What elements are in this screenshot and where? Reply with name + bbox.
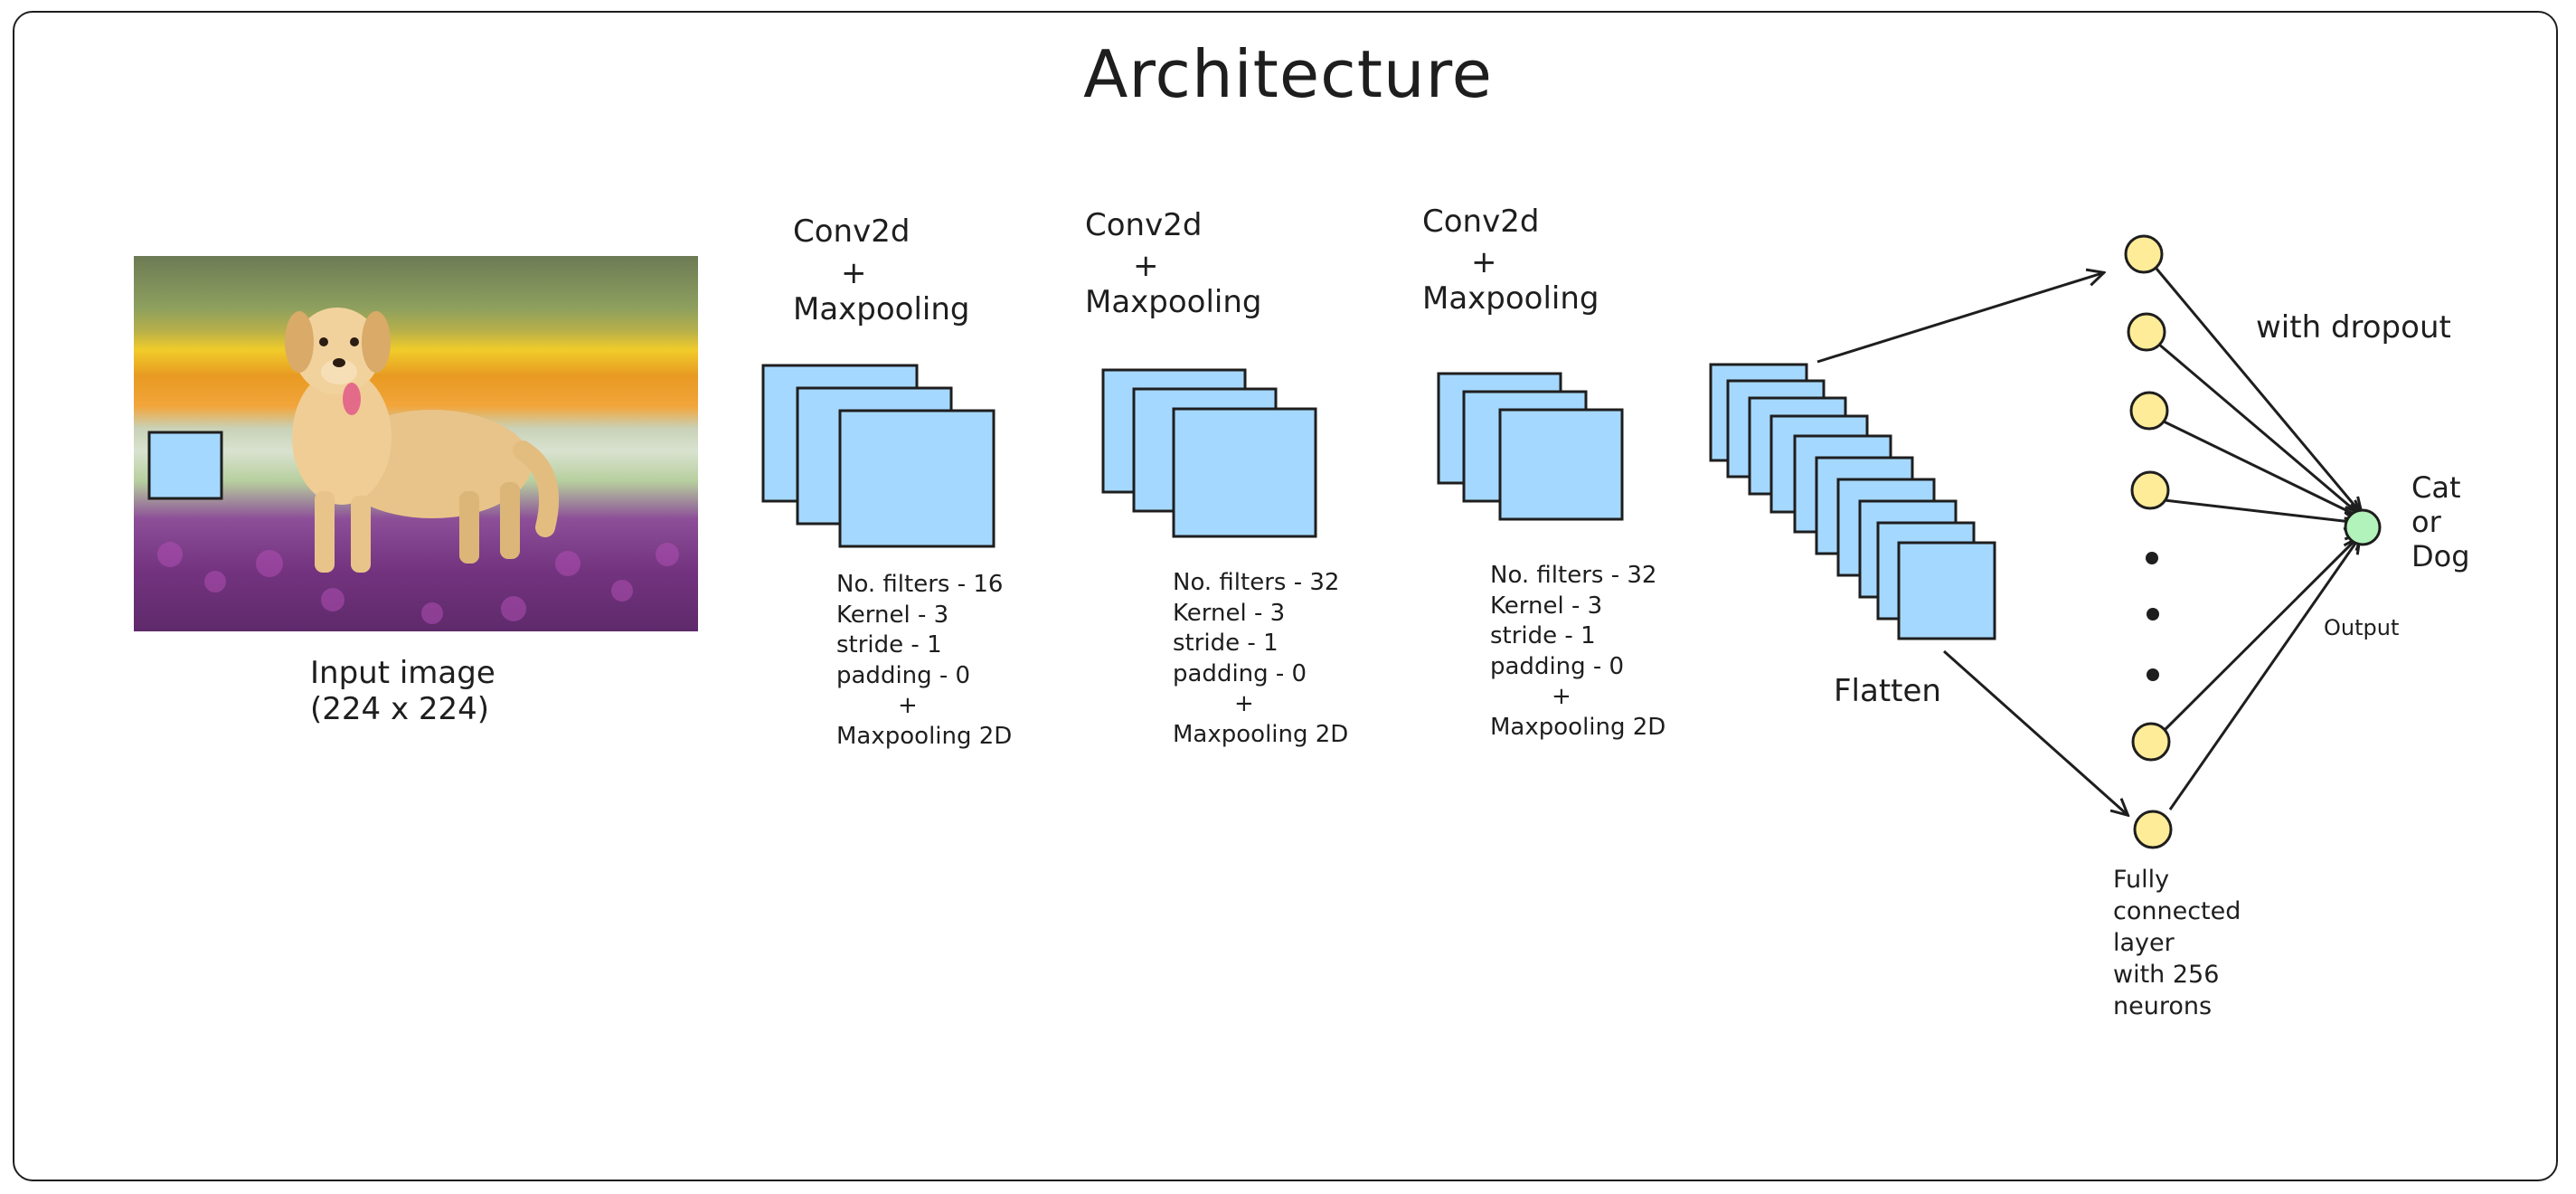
conv2-spec-filters: No. filters - 32 <box>1173 569 1340 596</box>
dog-figure <box>285 308 560 573</box>
conv2-spec-maxpool: Maxpooling 2D <box>1173 720 1349 748</box>
conv2-header-plus: + <box>1133 248 1159 284</box>
dog-photo <box>147 308 679 624</box>
conv1-header-plus: + <box>841 255 867 291</box>
conv1-map-3 <box>838 409 995 548</box>
flatten-map-10 <box>1897 541 1996 640</box>
flatten-arrow-top <box>1816 273 2102 364</box>
conv3-spec-filters: No. filters - 32 <box>1490 562 1657 589</box>
conv3-spec-padding: padding - 0 <box>1490 652 1625 680</box>
flatten-label: Flatten <box>1834 673 1941 709</box>
fc-neuron-1 <box>2124 234 2164 274</box>
input-label-line2: (224 x 224) <box>310 691 490 727</box>
conv2-header-maxpooling: Maxpooling <box>1085 284 1262 320</box>
conv3-header-conv2d: Conv2d <box>1422 204 1540 240</box>
input-image <box>134 256 698 631</box>
output-label: Output <box>2324 615 2400 640</box>
conv2-spec-plus: + <box>1234 690 1254 717</box>
canvas-frame <box>13 11 2558 1181</box>
conv3-map-3 <box>1498 408 1624 521</box>
dropout-label: with dropout <box>2256 309 2451 346</box>
fc-neuron-5 <box>2131 722 2171 762</box>
output-class-cat: Cat <box>2411 470 2461 505</box>
fc-label-line4: with 256 <box>2113 961 2220 989</box>
conv3-header-maxpooling: Maxpooling <box>1422 280 1599 317</box>
fc-neuron-4 <box>2130 470 2170 510</box>
conv1-spec-kernel: Kernel - 3 <box>836 601 949 629</box>
conv2-spec-stride: stride - 1 <box>1173 630 1279 657</box>
conv1-header-conv2d: Conv2d <box>793 213 911 250</box>
conv1-spec-maxpool: Maxpooling 2D <box>836 722 1013 750</box>
kernel-window <box>147 431 223 500</box>
output-class-or: or <box>2411 505 2441 539</box>
input-label-line1: Input image <box>310 655 495 691</box>
conv3-spec-maxpool: Maxpooling 2D <box>1490 713 1666 741</box>
conv1-header-maxpooling: Maxpooling <box>793 291 970 327</box>
fc-neuron-3 <box>2129 391 2169 431</box>
fc-label-line3: layer <box>2113 929 2175 957</box>
ellipsis-dot-2 <box>2147 608 2159 621</box>
fc-label: Fully connected layer with 256 neurons <box>2113 864 2241 1022</box>
conv1-spec-plus: + <box>898 692 918 719</box>
conv2-header-conv2d: Conv2d <box>1085 207 1203 243</box>
conv3-spec-plus: + <box>1552 683 1571 710</box>
conv1-spec-stride: stride - 1 <box>836 631 942 659</box>
fc-to-output-arrows <box>2155 268 2361 810</box>
fc-label-line2: connected <box>2113 897 2241 925</box>
output-class-dog: Dog <box>2411 539 2470 573</box>
fc-label-line5: neurons <box>2113 992 2213 1020</box>
conv2-map-3 <box>1172 407 1317 538</box>
conv2-specs: No. filters - 32 Kernel - 3 stride - 1 p… <box>1173 568 1348 750</box>
conv3-header-plus: + <box>1471 244 1497 280</box>
flatten-arrow-bottom <box>1943 649 2127 814</box>
ellipsis-dot-3 <box>2147 668 2159 681</box>
diagram-title: Architecture <box>1083 36 1493 112</box>
conv2-feature-maps <box>1101 368 1317 538</box>
conv1-specs: No. filters - 16 Kernel - 3 stride - 1 p… <box>836 570 1012 752</box>
output-neuron <box>2344 508 2382 546</box>
conv1-feature-maps <box>761 364 995 548</box>
conv2-spec-padding: padding - 0 <box>1173 659 1307 687</box>
ellipsis-dot-1 <box>2146 552 2158 564</box>
output-classes: Cat or Dog <box>2411 470 2470 573</box>
conv3-spec-stride: stride - 1 <box>1490 622 1596 649</box>
conv3-specs: No. filters - 32 Kernel - 3 stride - 1 p… <box>1490 561 1665 743</box>
conv1-spec-padding: padding - 0 <box>836 661 971 689</box>
flatten-stack <box>1709 363 1996 640</box>
conv1-spec-filters: No. filters - 16 <box>836 571 1004 598</box>
fc-label-line1: Fully <box>2113 866 2170 894</box>
fc-neuron-2 <box>2127 312 2166 352</box>
conv2-spec-kernel: Kernel - 3 <box>1173 599 1286 627</box>
fc-neuron-6 <box>2133 810 2173 849</box>
conv3-feature-maps <box>1437 372 1624 521</box>
fc-neurons <box>2124 234 2173 849</box>
conv3-spec-kernel: Kernel - 3 <box>1490 592 1603 620</box>
